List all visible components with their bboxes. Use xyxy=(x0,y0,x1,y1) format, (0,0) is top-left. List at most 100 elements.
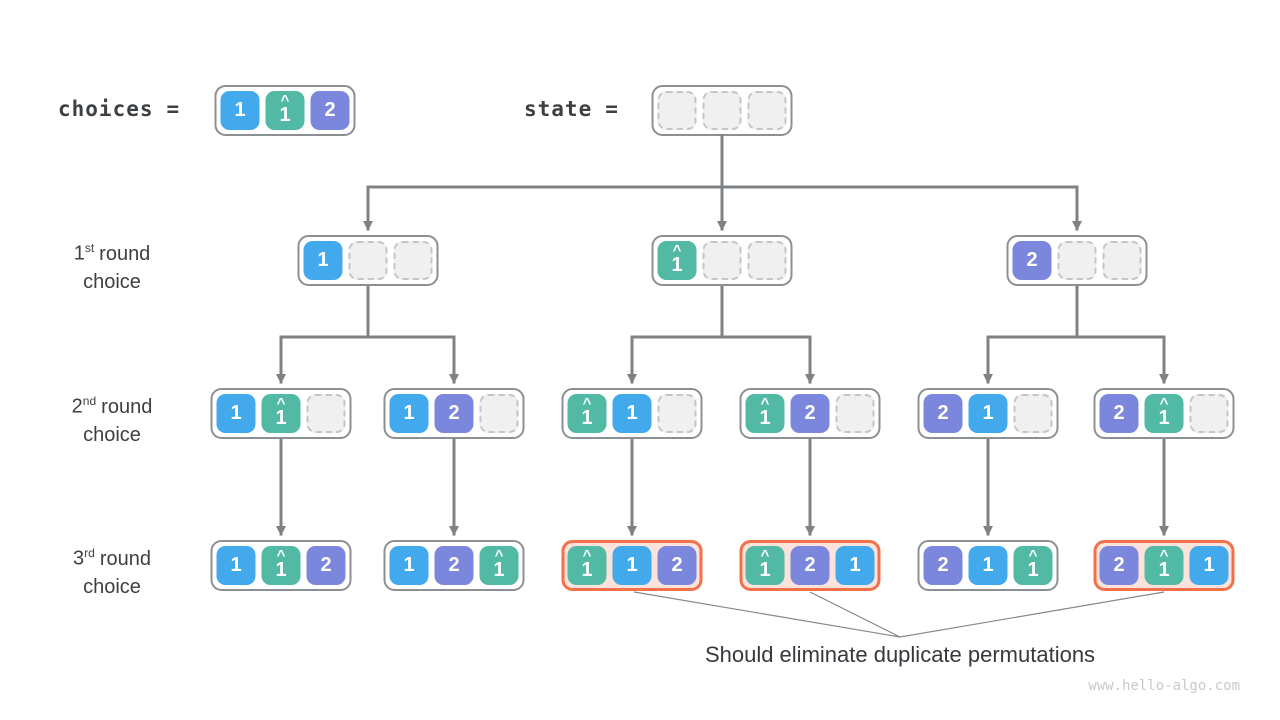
element-cell-1: 1 xyxy=(968,394,1008,433)
cell-value: 1 xyxy=(317,249,329,271)
round-word: round xyxy=(99,242,151,265)
cell-value: 2 xyxy=(324,99,336,121)
cell-value: 1 xyxy=(1203,554,1215,576)
cell-value: 1 xyxy=(626,554,638,576)
hat-mark: ^ xyxy=(276,394,286,412)
cell-value: 1 xyxy=(275,406,287,429)
cell-value: 1 xyxy=(279,103,291,126)
cell-value: 2 xyxy=(1113,554,1125,576)
round-ordinal-suffix: rd xyxy=(84,546,95,560)
element-cell-1: 1 xyxy=(389,546,429,585)
element-cell-1: 1 xyxy=(220,91,260,130)
element-cell-1: 1 xyxy=(835,546,875,585)
hat-mark: ^ xyxy=(280,91,290,109)
element-cell-1-hat: ^1 xyxy=(1144,394,1184,433)
round-label-line2: choice xyxy=(83,270,141,293)
element-cell-2: 2 xyxy=(434,394,474,433)
hat-mark: ^ xyxy=(1159,546,1169,564)
empty-slot xyxy=(393,241,433,280)
cell-value: 1 xyxy=(581,558,593,581)
empty-slot xyxy=(657,91,697,130)
cell-value: 2 xyxy=(937,402,949,424)
element-cell-1: 1 xyxy=(389,394,429,433)
round-ordinal-suffix: st xyxy=(84,241,95,255)
watermark: www.hello-algo.com xyxy=(1088,678,1240,694)
empty-slot xyxy=(306,394,346,433)
round-ordinal: 3 xyxy=(73,547,85,570)
cell-value: 1 xyxy=(759,558,771,581)
round-label-line2: choice xyxy=(83,423,141,446)
hat-mark: ^ xyxy=(760,546,770,564)
empty-slot xyxy=(747,91,787,130)
state-equals-sign: = xyxy=(605,97,619,121)
empty-slot xyxy=(1189,394,1229,433)
cell-value: 1 xyxy=(234,99,246,121)
element-cell-1-hat: ^1 xyxy=(1013,546,1053,585)
duplicate-permutations-caption: Should eliminate duplicate permutations xyxy=(704,642,1096,667)
round-ordinal-suffix: nd xyxy=(82,394,97,408)
cell-value: 1 xyxy=(493,558,505,581)
cell-value: 2 xyxy=(671,554,683,576)
element-cell-1: 1 xyxy=(612,394,652,433)
cell-value: 1 xyxy=(403,554,415,576)
element-cell-1-hat: ^1 xyxy=(567,394,607,433)
duplicate-callout-lines xyxy=(633,591,1165,638)
element-cell-1-hat: ^1 xyxy=(261,394,301,433)
cell-value: 2 xyxy=(1113,402,1125,424)
round-ordinal: 1 xyxy=(73,242,85,265)
cell-value: 1 xyxy=(982,554,994,576)
cell-value: 1 xyxy=(230,554,242,576)
level1-connectors xyxy=(363,134,1082,231)
cell-value: 2 xyxy=(1026,249,1038,271)
node-L2-6: 2 ^1 xyxy=(1093,388,1235,439)
node-L1-2: ^1 xyxy=(651,235,793,286)
element-cell-2: 2 xyxy=(310,91,350,130)
round-label-line2: choice xyxy=(83,575,141,598)
element-cell-2: 2 xyxy=(657,546,697,585)
empty-slot xyxy=(479,394,519,433)
element-cell-2: 2 xyxy=(1099,394,1139,433)
empty-slot xyxy=(835,394,875,433)
element-cell-2: 2 xyxy=(306,546,346,585)
element-cell-2: 2 xyxy=(923,394,963,433)
hat-mark: ^ xyxy=(760,394,770,412)
hat-mark: ^ xyxy=(672,241,682,259)
element-cell-2: 2 xyxy=(923,546,963,585)
cell-value: 1 xyxy=(581,406,593,429)
hat-mark: ^ xyxy=(1028,546,1038,564)
cell-value: 2 xyxy=(804,554,816,576)
level2-connectors xyxy=(276,284,1169,384)
cell-value: 2 xyxy=(320,554,332,576)
element-cell-2: 2 xyxy=(790,546,830,585)
cell-value: 1 xyxy=(671,253,683,276)
element-cell-2: 2 xyxy=(790,394,830,433)
cell-value: 2 xyxy=(937,554,949,576)
element-cell-1: 1 xyxy=(1189,546,1229,585)
cell-value: 1 xyxy=(849,554,861,576)
choices-equals-sign: = xyxy=(166,97,181,121)
hat-mark: ^ xyxy=(1159,394,1169,412)
hat-mark: ^ xyxy=(582,546,592,564)
element-cell-1: 1 xyxy=(612,546,652,585)
empty-slot xyxy=(747,241,787,280)
state-label: state = xyxy=(524,97,619,121)
cell-value: 1 xyxy=(1158,406,1170,429)
element-cell-1: 1 xyxy=(968,546,1008,585)
element-cell-1: 1 xyxy=(216,546,256,585)
cell-value: 1 xyxy=(230,402,242,424)
empty-slot xyxy=(702,91,742,130)
cell-value: 2 xyxy=(804,402,816,424)
round-word: round xyxy=(101,395,153,418)
element-cell-2: 2 xyxy=(434,546,474,585)
state-label-text: state xyxy=(524,97,593,121)
